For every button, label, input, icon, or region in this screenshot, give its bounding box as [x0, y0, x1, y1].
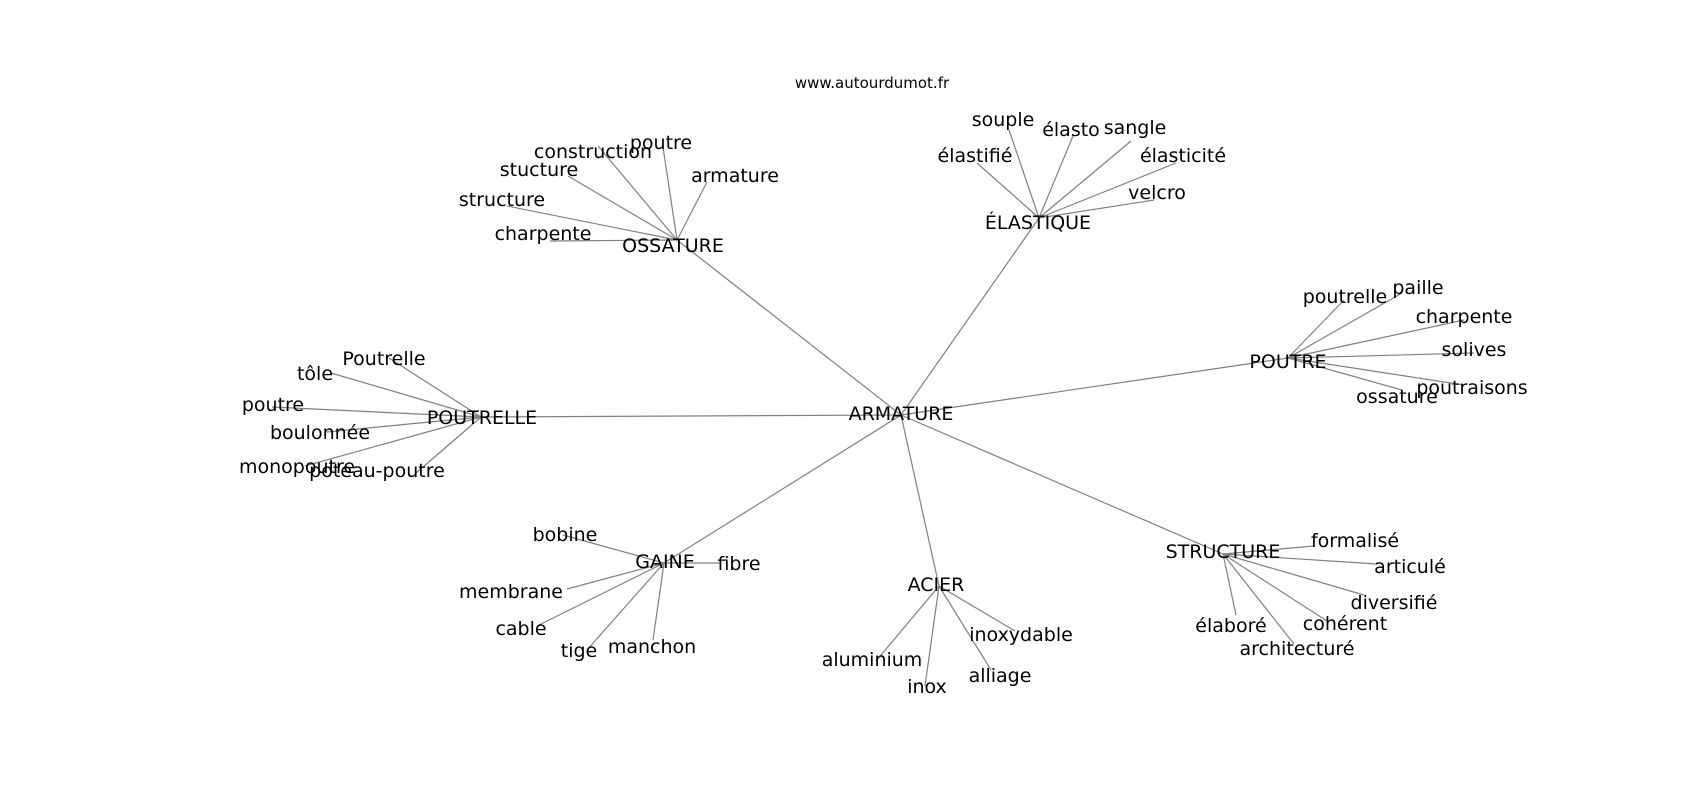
edge-poutre-ossature: [1287, 357, 1403, 391]
edge-elastique-elasto: [1038, 135, 1074, 219]
leaf-node-articule: articulé: [1374, 556, 1446, 578]
edge-root-poutrelle: [480, 414, 902, 418]
edge-poutrelle-tole: [330, 372, 482, 418]
edge-ossature-armature: [676, 181, 708, 241]
leaf-node-monopoutre: monopoutre: [239, 456, 355, 478]
edge-elastique-sangle: [1038, 140, 1132, 219]
edge-gaine-manchon: [652, 562, 665, 641]
leaf-node-sangle: sangle: [1104, 117, 1167, 139]
leaf-node-manchon: manchon: [608, 636, 696, 658]
website-label: www.autourdumot.fr: [795, 74, 950, 92]
leaf-node-alliage: alliage: [969, 665, 1032, 687]
edge-poutre-poutrelle: [1287, 299, 1345, 359]
edge-poutrelle-poutre: [271, 406, 482, 418]
edge-ossature-construction: [597, 145, 678, 241]
edge-acier-inoxydable: [938, 585, 1016, 632]
leaf-node-construction: construction: [534, 141, 652, 163]
edge-elastique-elasticite: [1038, 162, 1177, 219]
edge-poutrelle-boulonnee: [326, 416, 482, 433]
hub-node-poutre: POUTRE: [1249, 351, 1326, 373]
edge-structure-coherent: [1222, 553, 1328, 622]
edge-gaine-cable: [536, 562, 665, 627]
edge-poutre-paille: [1287, 292, 1403, 359]
edge-ossature-structure: [506, 205, 678, 241]
leaf-node-charpente: charpente: [495, 223, 592, 245]
hub-node-acier: ACIER: [908, 574, 965, 596]
leaf-node-architecture: architecturé: [1240, 638, 1355, 660]
edge-acier-inox: [924, 585, 940, 687]
leaf-node-souple: souple: [972, 109, 1035, 131]
edge-gaine-membrane: [566, 562, 665, 590]
edge-poutrelle-poteau-poutre: [415, 416, 482, 474]
edge-acier-alliage: [938, 585, 992, 671]
root-node-label: ARMATURE: [849, 403, 954, 425]
edge-poutre-charpente: [1287, 319, 1465, 359]
leaf-node-poutre: poutre: [630, 132, 692, 154]
leaf-node-formalise: formalisé: [1311, 530, 1399, 552]
leaf-node-membrane: membrane: [459, 581, 563, 603]
leaf-node-stucture: stucture: [500, 159, 578, 181]
leaf-node-elabore: élaboré: [1195, 615, 1266, 637]
leaf-node-elastifie: élastifié: [938, 145, 1013, 167]
leaf-node-tige: tige: [561, 640, 597, 662]
edge-acier-aluminium: [875, 585, 940, 662]
leaf-node-elasto: élasto: [1042, 119, 1100, 141]
leaf-node-aluminium: aluminium: [822, 649, 923, 671]
leaf-node-poutrelle: Poutrelle: [342, 348, 425, 370]
leaf-node-paille: paille: [1392, 277, 1443, 299]
edge-poutrelle-poutrelle: [388, 357, 482, 418]
hub-node-poutrelle: POUTRELLE: [427, 407, 537, 429]
edge-structure-formalise: [1222, 545, 1315, 555]
edge-poutre-poutraisons: [1287, 357, 1465, 386]
leaf-node-fibre: fibre: [717, 553, 760, 575]
hub-node-structure: STRUCTURE: [1166, 541, 1281, 563]
edge-ossature-charpente: [549, 239, 678, 242]
leaf-node-solives: solives: [1442, 339, 1507, 361]
leaf-node-elasticite: élasticité: [1140, 145, 1226, 167]
edge-elastique-elastifie: [976, 162, 1040, 219]
edge-structure-architecture: [1222, 553, 1295, 645]
leaf-node-poteau-poutre: poteau-poutre: [309, 460, 445, 482]
leaf-node-poutrelle: poutrelle: [1303, 286, 1388, 308]
leaf-node-ossature: ossature: [1356, 386, 1438, 408]
edge-poutrelle-monopoutre: [304, 416, 482, 467]
labels-layer: ARMATUREOSSATUREconstructionpoutrestuctu…: [239, 109, 1528, 698]
edge-structure-diversifie: [1222, 553, 1365, 596]
leaf-node-coherent: cohérent: [1303, 613, 1387, 635]
edge-ossature-stucture: [567, 175, 678, 241]
edge-elastique-velcro: [1038, 199, 1155, 219]
edge-poutre-solives: [1287, 352, 1475, 359]
edge-root-structure: [900, 414, 1224, 555]
leaf-node-armature: armature: [691, 165, 779, 187]
edge-structure-elabore: [1222, 553, 1237, 616]
leaf-node-poutraisons: poutraisons: [1416, 377, 1527, 399]
leaf-node-charpente: charpente: [1416, 306, 1513, 328]
edge-gaine-tige: [586, 562, 665, 651]
leaf-node-tole: tôle: [297, 363, 333, 385]
edge-root-gaine: [663, 414, 902, 564]
leaf-node-inoxydable: inoxydable: [969, 624, 1073, 646]
edges-layer: [271, 129, 1475, 687]
hub-node-gaine: GAINE: [635, 551, 695, 573]
leaf-node-poutre: poutre: [242, 394, 304, 416]
leaf-node-cable: cable: [495, 618, 546, 640]
leaf-node-bobine: bobine: [533, 524, 598, 546]
edge-ossature-poutre: [662, 146, 678, 241]
edge-structure-articule: [1222, 553, 1378, 565]
leaf-node-inox: inox: [907, 676, 947, 698]
edge-root-ossature: [676, 239, 902, 416]
leaf-node-velcro: velcro: [1128, 182, 1186, 204]
edge-root-poutre: [900, 357, 1289, 416]
leaf-node-boulonnee: boulonnée: [270, 422, 370, 444]
leaf-node-structure: structure: [459, 189, 545, 211]
hub-node-elastique: ÉLASTIQUE: [985, 211, 1091, 234]
edge-elastique-souple: [1008, 129, 1040, 219]
edge-gaine-bobine: [562, 534, 665, 564]
edge-root-acier: [900, 414, 940, 587]
hub-node-ossature: OSSATURE: [622, 235, 724, 257]
edge-root-elastique: [900, 217, 1040, 416]
leaf-node-diversifie: diversifié: [1351, 592, 1438, 614]
